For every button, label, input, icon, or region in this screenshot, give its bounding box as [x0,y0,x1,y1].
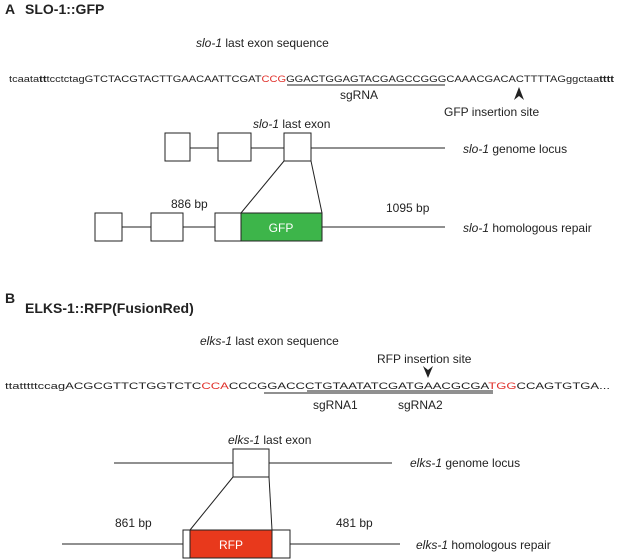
panel-a-insertion-arrowhead [514,87,524,100]
panel-b-locus-label-rest: genome locus [442,456,520,470]
panel-a-exon-label-rest: last exon [279,117,330,131]
panel-b-seq-pam2: TGG [488,381,516,392]
panel-b-last-exon-box [232,448,270,478]
panel-b-seq-ellipsis: ... [599,381,610,392]
panel-a-right-arm-length: 1095 bp [386,201,430,215]
panel-a-seq-part4: GTCTACGTACTTGAACAATTCGAT [85,74,262,85]
panel-b-expansion-line [268,476,273,531]
panel-a-repair-label: slo-1 homologous repair [463,221,592,235]
panel-b-sgrna2-label: sgRNA2 [398,398,443,412]
panel-b-insertion-arrowhead [423,366,433,378]
panel-b-locus-label: elks-1 genome locus [410,456,520,470]
panel-b-seq-heading: elks-1 last exon sequence [200,334,339,348]
panel-a-repair-last-exon-box [214,212,242,242]
panel-b-repair-label-gene: elks-1 [416,538,448,552]
panel-a-seq-pam: CCG [261,74,286,85]
panel-b-exon-label-gene: elks-1 [228,433,260,447]
panel-b-repair-label: elks-1 homologous repair [416,538,551,552]
panel-a-sgrna-label: sgRNA [340,88,378,102]
panel-a-seq-sgrna: GGACTGGAGTACGAGCCGGG [286,74,446,85]
panel-b-rfp-box [189,529,273,559]
panel-a-locus-label-gene: slo-1 [463,142,489,156]
panel-a-expansion-line [310,160,323,214]
panel-a-seq-heading: slo-1 last exon sequence [196,36,329,50]
panel-b-repair-label-rest: homologous repair [448,538,551,552]
panel-a-seq-part7: CAAACGACACTTTTAGggctaa [446,74,600,85]
panel-a-repair-label-gene: slo-1 [463,221,489,235]
panel-a-seq-part8: tttt [599,74,615,85]
panel-a-gfp-label: GFP [269,221,294,235]
panel-a-repair-label-rest: homologous repair [489,221,592,235]
panel-b-sgrna1-label: sgRNA1 [313,398,358,412]
panel-b-seq-part1: ttatttttccagACGCGTTCTGGTCTC [5,381,201,392]
panel-b-exon-label: elks-1 last exon [228,433,311,447]
panel-a-seq-part1: tcaata [9,74,40,85]
panel-b-exon-label-rest: last exon [260,433,311,447]
panel-b-rfp-label: RFP [219,538,243,552]
panel-a-last-exon-box [283,132,312,162]
panel-b-insertion-label: RFP insertion site [377,352,472,366]
panel-b-expansion-line [189,476,234,531]
panel-b-right-arm-length: 481 bp [336,516,373,530]
panel-a-repair-exon-box [94,212,123,242]
panel-a-seq-part3: tcctctag [47,74,85,85]
panel-a-letter: A [5,1,15,17]
panel-b-seq-sgrna1: CCCGGACCC [229,381,315,392]
panel-a-expansion-line [240,160,285,214]
panel-a-exon-label-gene: slo-1 [253,117,279,131]
panel-a-seq-heading-gene: slo-1 [196,36,222,50]
panel-b-title: ELKS-1::RFP(FusionRed) [25,300,194,316]
panel-b-seq-heading-rest: last exon sequence [232,334,339,348]
panel-a-title: SLO-1::GFP [25,1,104,17]
panel-a-locus-label: slo-1 genome locus [463,142,567,156]
panel-a-locus-label-rest: genome locus [489,142,567,156]
panel-a-insertion-label: GFP insertion site [444,105,539,119]
panel-b-letter: B [5,290,15,306]
panel-b-seq-heading-gene: elks-1 [200,334,232,348]
panel-b-seq-sgrna2: TGTAATATCGATGAACGCGA [314,381,490,392]
panel-a-repair-exon-box [150,212,184,242]
panel-a-exon-label: slo-1 last exon [253,117,330,131]
panel-b-left-arm-length: 861 bp [115,516,152,530]
panel-a-seq-heading-rest: last exon sequence [222,36,329,50]
panel-a-exon-box [217,132,252,162]
panel-a-seq-part2: tt [39,74,47,85]
panel-b-seq-part6: CCAGTGTGA [517,381,600,392]
panel-a-left-arm-length: 886 bp [171,197,208,211]
panel-a-gfp-box [240,212,323,242]
panel-a-exon-box [164,132,191,162]
panel-b-locus-label-gene: elks-1 [410,456,442,470]
panel-b-seq-pam1: CCA [201,381,229,392]
